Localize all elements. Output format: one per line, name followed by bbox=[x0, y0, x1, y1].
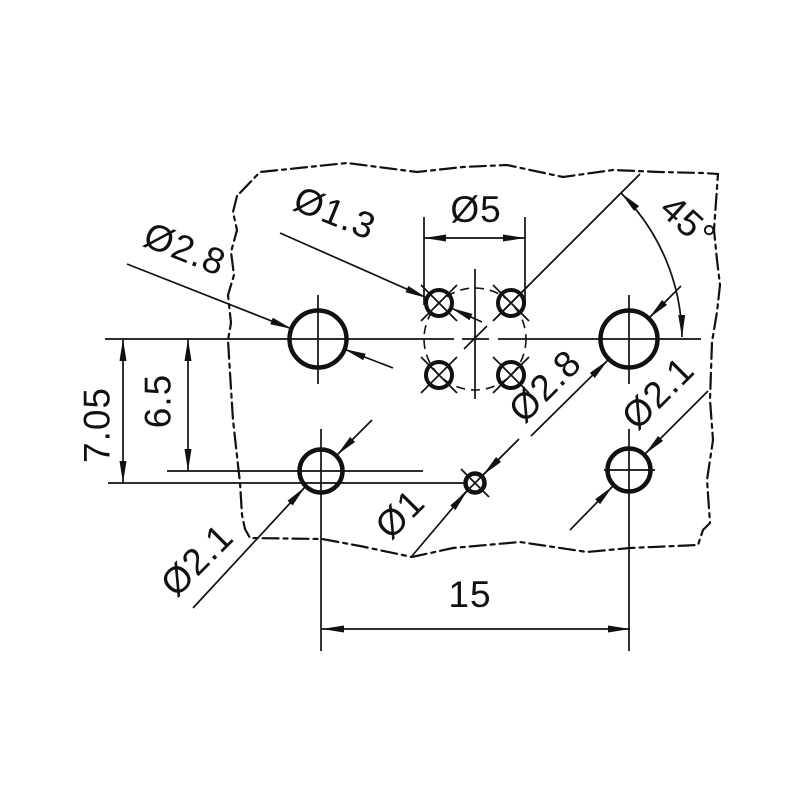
dim-dia-1-label: Ø1 bbox=[367, 481, 432, 546]
dim-dia-1: Ø1 bbox=[367, 438, 520, 557]
dim-dia-1-3-label: Ø1.3 bbox=[288, 178, 381, 248]
dim-dia-2-1-right-label: Ø2.1 bbox=[614, 349, 703, 438]
dim-7-05-label: 7.05 bbox=[77, 387, 118, 463]
hole-1-bottom-center bbox=[463, 471, 487, 495]
holes bbox=[287, 288, 660, 495]
part-outline-breakline bbox=[226, 161, 722, 559]
dim-6-5: 6.5 bbox=[138, 339, 192, 471]
hole-1-3-cluster-top-left bbox=[424, 288, 454, 318]
dim-angle-45: 45° bbox=[620, 187, 724, 338]
dim-15-label: 15 bbox=[448, 574, 491, 615]
cluster-center-tick bbox=[463, 325, 488, 350]
dim-dia-2-1-left-label: Ø2.1 bbox=[153, 516, 242, 605]
dim-dia-5-label: Ø5 bbox=[450, 189, 501, 230]
dim-dia-5: Ø5 bbox=[423, 189, 526, 305]
dim-angle-45-label: 45° bbox=[652, 187, 723, 257]
bolt-circle bbox=[423, 287, 527, 391]
dim-dia-2-1-left: Ø2.1 bbox=[153, 419, 373, 609]
dim-7-05: 7.05 bbox=[77, 339, 127, 483]
hole-2-8-upper-left bbox=[287, 308, 349, 370]
hole-1-3-cluster-bottom-right bbox=[496, 360, 526, 390]
small-hole-tick-crosses bbox=[420, 284, 530, 498]
dim-6-5-label: 6.5 bbox=[138, 374, 179, 428]
hole-1-3-cluster-bottom-left bbox=[424, 360, 454, 390]
dim-15: 15 bbox=[322, 574, 630, 633]
hole-2-1-lower-left bbox=[297, 447, 345, 495]
hole-1-3-cluster-top-right bbox=[496, 288, 526, 318]
hole-2-1-lower-right bbox=[605, 446, 653, 494]
